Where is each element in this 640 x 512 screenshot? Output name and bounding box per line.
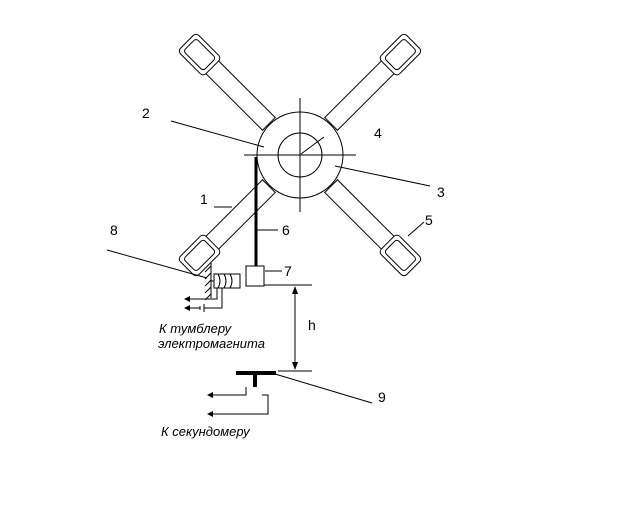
leader-lines [106,120,431,404]
label-8: 8 [110,222,118,238]
caption-switch-line1: К тумблеру [159,321,233,336]
leader-2 [170,120,265,148]
label-7: 7 [284,263,292,279]
leader-9 [274,373,373,404]
arm-lower-left [178,179,276,277]
load-weight [245,265,265,287]
leader-4 [300,136,325,155]
label-4: 4 [374,125,382,141]
arm-upper-left [178,33,276,131]
label-5: 5 [425,212,433,228]
leader-8 [106,249,208,279]
cross-arms [178,33,422,277]
caption-stopwatch: К секундомеру [161,424,251,439]
label-3: 3 [437,184,445,200]
label-1: 1 [200,191,208,207]
arm-upper-right [324,33,422,131]
caption-switch-line2: электромагнита [158,336,265,351]
label-6: 6 [282,222,290,238]
height-arrow-head-top [292,286,298,294]
height-arrow-head-bottom [292,362,298,370]
label-9: 9 [378,389,386,405]
leader-5 [407,221,425,237]
label-2: 2 [142,105,150,121]
leader-3 [334,165,431,187]
arm-lower-right [324,179,422,277]
stop-platform [207,371,276,417]
label-h: h [308,317,316,333]
